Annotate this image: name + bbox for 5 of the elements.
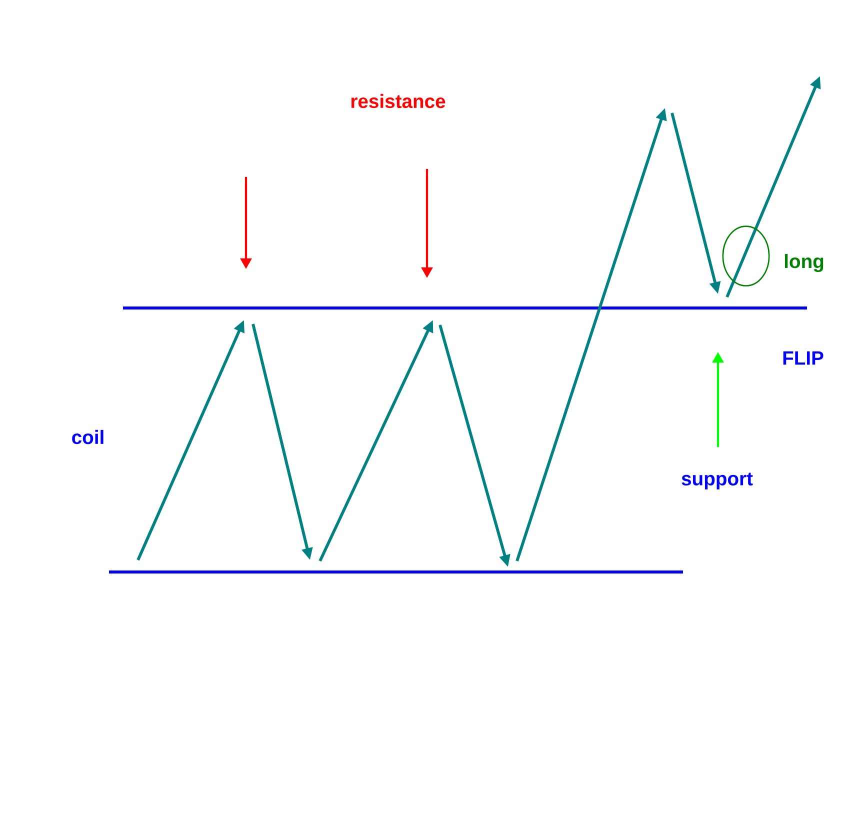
annotation-label: FLIP <box>783 351 824 365</box>
annotation-label: resistance <box>351 94 446 108</box>
annotation-label: long <box>784 254 824 272</box>
annotation-label: support <box>682 472 753 490</box>
annotation-label: coil <box>72 430 104 444</box>
